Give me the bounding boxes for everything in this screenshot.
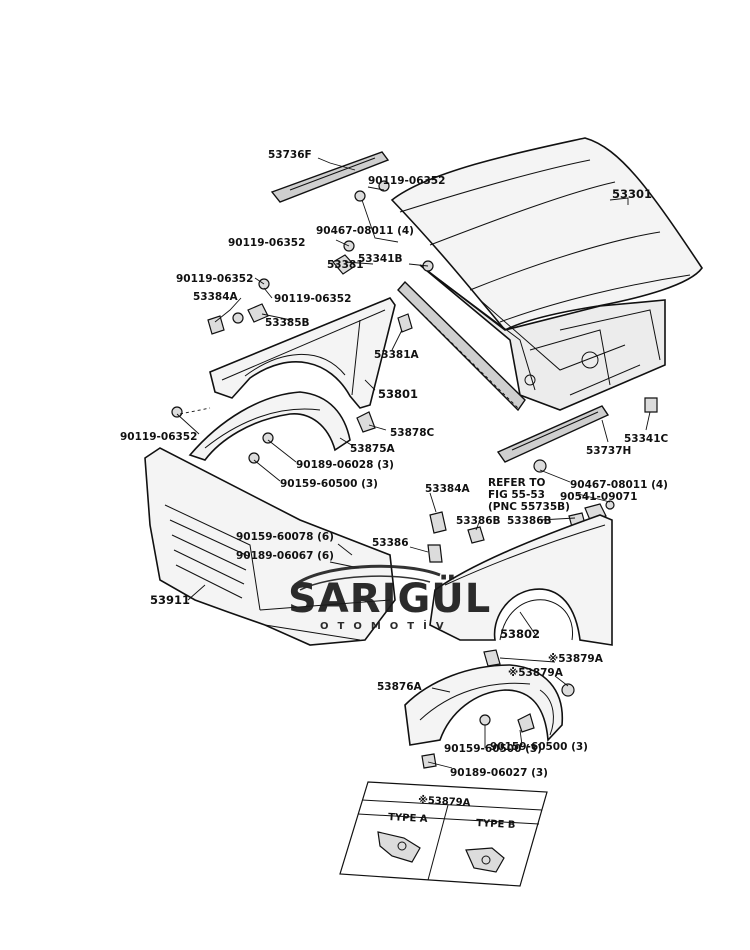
front-fender-53802	[429, 514, 613, 646]
sarigul-logo: SARIGÜL OTOMOTİV	[288, 564, 491, 632]
label-refer-line3: (PNC 55735B)	[488, 501, 570, 513]
label-53301: 53301	[612, 187, 652, 201]
label-90119-06352-c: 90119-06352	[176, 273, 253, 285]
leader-lines	[176, 157, 651, 769]
label-90119-06352-d: 90119-06352	[274, 293, 351, 305]
label-53386B-b: 53386B	[507, 515, 552, 527]
label-refer-line1: REFER TO	[488, 477, 546, 489]
legend-type-a: TYPE A	[388, 812, 428, 825]
label-53878C: 53878C	[390, 427, 435, 439]
label-53341C: 53341C	[624, 433, 669, 445]
label-90189-06067: 90189-06067 (6)	[236, 550, 334, 562]
label-90119-06352-e: 90119-06352	[120, 431, 197, 443]
label-53736F: 53736F	[268, 149, 312, 161]
label-refer-line2: FIG 55-53	[488, 489, 545, 501]
label-53875A: 53875A	[350, 443, 396, 455]
label-90467-08011-b: 90467-08011 (4)	[570, 479, 668, 491]
inner-liner-53875A	[179, 391, 351, 461]
part-labels: 53736F 90119-06352 53301 90467-08011 (4)…	[120, 149, 669, 779]
seal-strip-53737H	[496, 405, 610, 463]
label-90189-06027: 90189-06027 (3)	[450, 767, 548, 779]
grille-53911	[144, 447, 396, 646]
label-53737H: 53737H	[586, 445, 631, 457]
label-90541-09071: 90541-09071	[560, 491, 637, 503]
label-53911: 53911	[150, 593, 190, 607]
label-53801: 53801	[378, 387, 418, 401]
logo-subtitle: OTOMOTİV	[320, 618, 453, 632]
label-53879A-a: ※53879A	[548, 653, 604, 665]
label-53876A: 53876A	[377, 681, 423, 693]
label-53802: 53802	[500, 627, 540, 641]
seal-strip-53736F	[270, 151, 390, 203]
label-53386: 53386	[372, 537, 409, 549]
label-53879A-b: ※53879A	[508, 667, 564, 679]
label-53384A-b: 53384A	[425, 483, 471, 495]
logo-name: SARIGÜL	[288, 574, 491, 622]
label-90159-60500-c: 90159-60500 (3)	[444, 743, 542, 755]
label-53381: 53381	[327, 259, 364, 271]
label-53381A: 53381A	[374, 349, 420, 361]
label-90467-08011-a: 90467-08011 (4)	[316, 225, 414, 237]
label-90119-06352-a: 90119-06352	[368, 175, 445, 187]
label-90119-06352-b: 90119-06352	[228, 237, 305, 249]
hardware-clips	[171, 180, 658, 769]
legend-title: ※53879A	[418, 794, 471, 809]
inner-liner-53876A	[404, 664, 564, 746]
hood-panel	[390, 137, 703, 411]
legend-type-b: TYPE B	[476, 818, 516, 831]
fender-apron-53801	[209, 297, 396, 409]
label-53385B: 53385B	[265, 317, 310, 329]
label-90189-06028: 90189-06028 (3)	[296, 459, 394, 471]
label-53384A-a: 53384A	[193, 291, 239, 303]
label-53386B-a: 53386B	[456, 515, 501, 527]
type-legend-table: ※53879A TYPE A TYPE B	[339, 781, 548, 887]
label-53341B: 53341B	[358, 253, 403, 265]
hood-seal-strip	[397, 280, 526, 412]
label-90159-60078: 90159-60078 (6)	[236, 531, 334, 543]
label-90159-60500-b: 90159-60500 (3)	[490, 741, 588, 753]
label-90159-60500-a: 90159-60500 (3)	[280, 478, 378, 490]
